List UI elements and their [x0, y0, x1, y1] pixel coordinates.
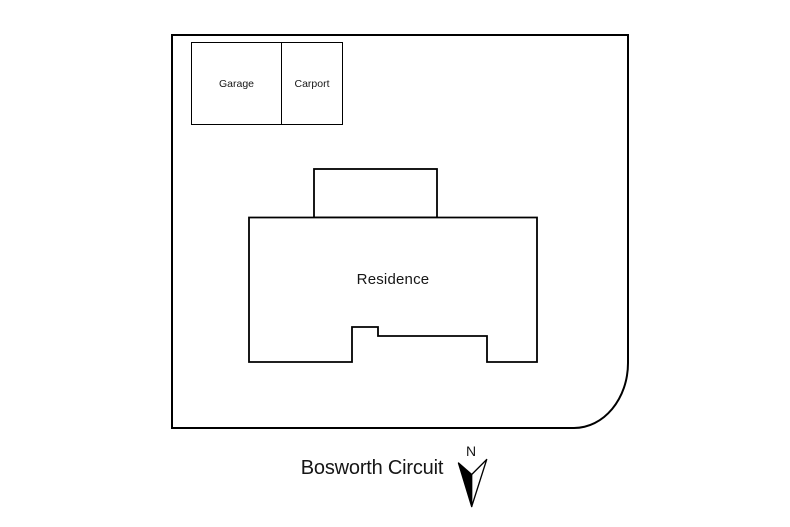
outbuildings-box: Garage Carport	[191, 42, 343, 125]
north-label: N	[465, 443, 477, 459]
residence-label: Residence	[356, 271, 430, 288]
street-label: Bosworth Circuit	[300, 457, 444, 479]
garage-label: Garage	[218, 77, 255, 90]
carport-label: Carport	[294, 77, 330, 90]
property-boundary	[171, 34, 629, 429]
carport-area: Carport	[281, 43, 342, 124]
garage-area: Garage	[192, 43, 281, 124]
